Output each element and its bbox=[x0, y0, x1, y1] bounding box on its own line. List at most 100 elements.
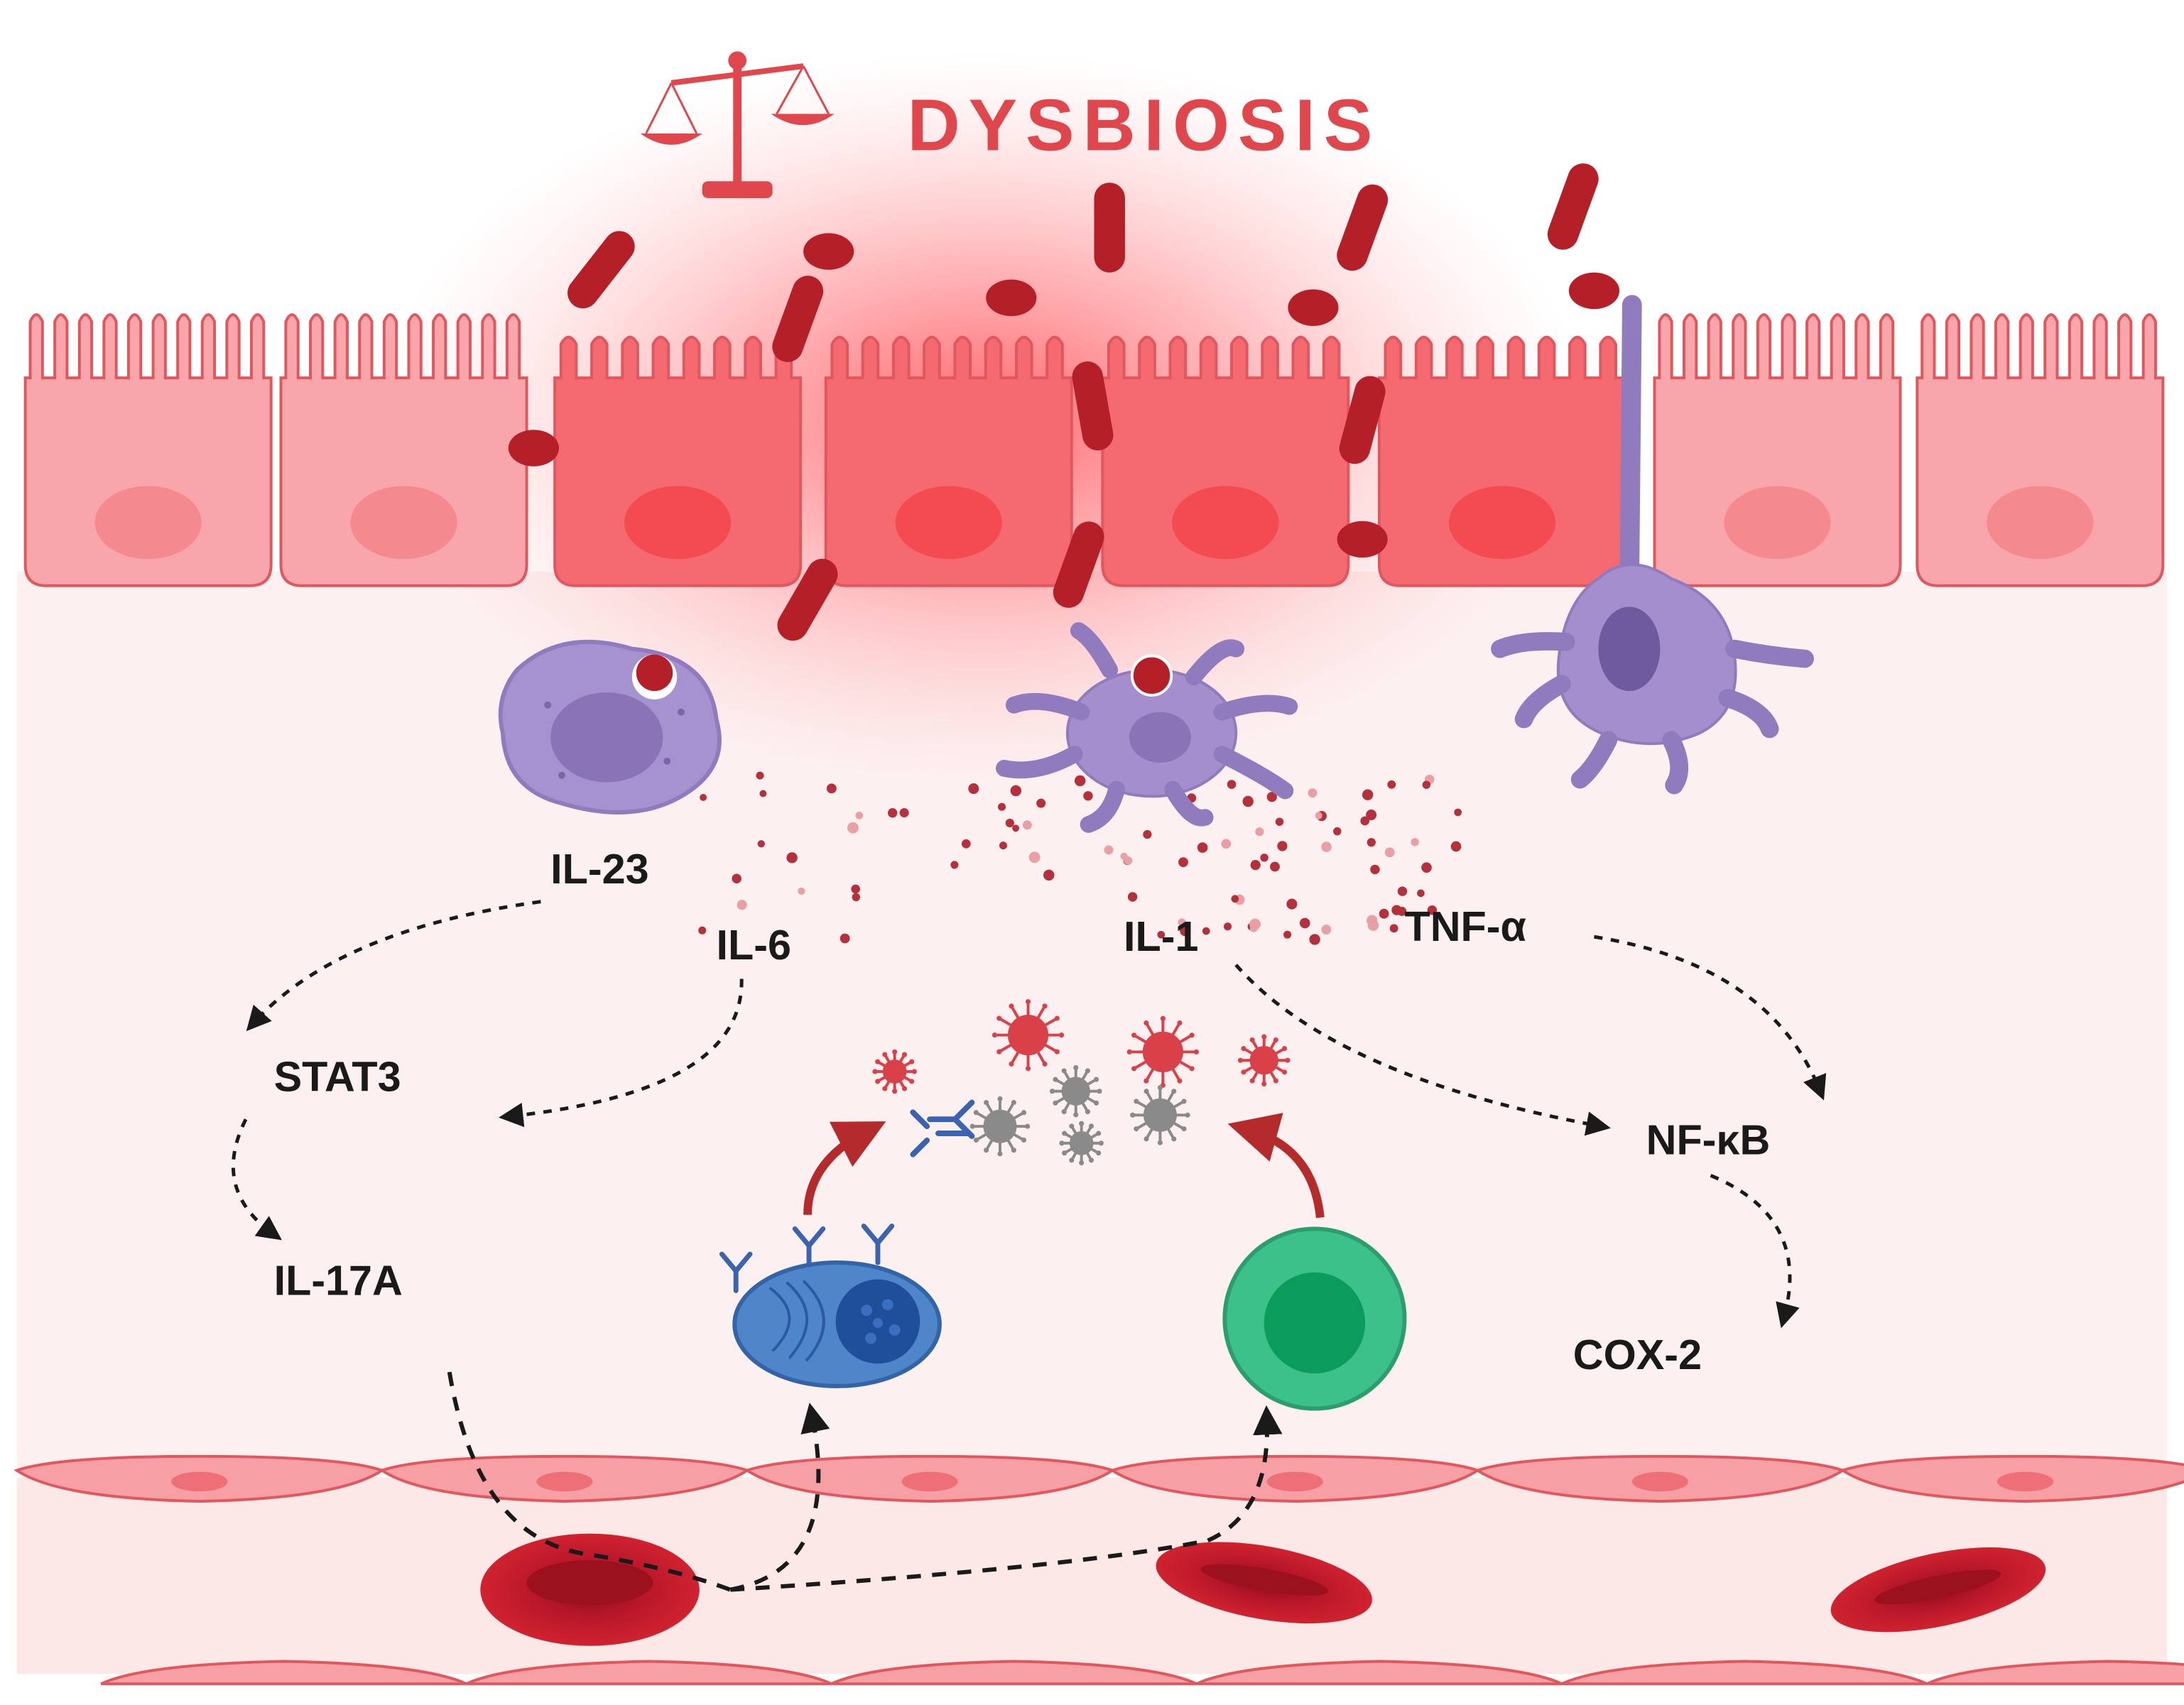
t-cell-icon bbox=[1222, 1226, 1407, 1411]
cytokine-dot bbox=[1202, 927, 1210, 935]
arrow-il23-stat3 bbox=[246, 900, 541, 1032]
epithelial-cell bbox=[1377, 335, 1626, 587]
virus-particles bbox=[872, 998, 1291, 1166]
vessel-arrows bbox=[447, 1371, 1283, 1592]
cytokine-dot bbox=[1178, 918, 1186, 927]
epithelial-cell bbox=[553, 335, 803, 587]
cytokine-dot bbox=[1370, 864, 1380, 875]
nucleus bbox=[895, 486, 1002, 560]
red-blood-cell-icon bbox=[1830, 1547, 2046, 1633]
dendritic-cell-icon bbox=[1491, 295, 1814, 795]
plasma-cell-icon bbox=[732, 1260, 942, 1388]
endothelial-cell bbox=[1109, 1454, 1481, 1503]
epithelial-cell bbox=[1653, 313, 1902, 587]
cytokine-dot bbox=[698, 926, 707, 935]
cytokine-dot bbox=[1270, 861, 1280, 872]
cytokine-dot bbox=[887, 808, 898, 818]
arrow-nfkb-cox2 bbox=[1710, 1174, 1800, 1329]
nucleus bbox=[536, 1471, 593, 1492]
cytokine-dot bbox=[1321, 841, 1332, 852]
cytokine-dot bbox=[1421, 862, 1432, 873]
nucleus bbox=[1724, 486, 1831, 560]
cytokine-dot bbox=[999, 841, 1008, 850]
activation-arrow bbox=[1227, 1113, 1325, 1219]
cytokine-dot bbox=[1083, 791, 1093, 801]
cytokine-dot bbox=[968, 783, 979, 795]
cytokine-dot bbox=[1180, 925, 1191, 937]
cytokine-dot bbox=[1366, 809, 1377, 821]
cytokine-dot bbox=[1422, 780, 1431, 789]
epithelial-cell bbox=[23, 313, 273, 587]
bacteria-coccus-icon bbox=[508, 430, 560, 467]
bacteria-rod-icon bbox=[567, 231, 635, 309]
cytokine-dot bbox=[1036, 798, 1046, 808]
arrow-vessel-t-cell bbox=[730, 1405, 1283, 1592]
bacteria-rod-icon bbox=[1053, 521, 1104, 608]
label-il1: IL-1 bbox=[1124, 913, 1198, 960]
cytokine-dot bbox=[732, 873, 741, 884]
antibody-icon bbox=[719, 1224, 895, 1293]
cytokine-dot bbox=[1315, 812, 1322, 819]
cytokine-dot bbox=[786, 852, 798, 864]
secretion-arrow bbox=[803, 1121, 886, 1215]
cytokine-dot bbox=[1231, 895, 1239, 903]
cytokine-dot bbox=[1227, 780, 1237, 789]
virus-particle-icon bbox=[1049, 1064, 1102, 1118]
bacteria-coccus-icon bbox=[1568, 272, 1620, 310]
cytokine-dot bbox=[1157, 930, 1166, 939]
bacteria-rod-icon bbox=[772, 276, 824, 362]
balance-scale-icon bbox=[640, 51, 835, 198]
bacteria-rod-icon bbox=[1072, 361, 1114, 451]
bacteria-coccus-icon bbox=[1288, 289, 1339, 326]
epithelial-cell bbox=[1916, 313, 2165, 587]
cytokine-dot bbox=[1104, 845, 1114, 855]
arrow-stat3-il17a bbox=[232, 1118, 282, 1241]
cytokine-dot bbox=[1266, 792, 1277, 802]
cytokine-dot bbox=[1391, 905, 1402, 915]
cytokine-dot bbox=[737, 900, 747, 910]
virus-particle-icon bbox=[1237, 1034, 1291, 1086]
cytokine-dot bbox=[899, 808, 909, 818]
endothelial-cell bbox=[1561, 1660, 1928, 1686]
cytokine-dot bbox=[1127, 892, 1138, 902]
cytokine-dot bbox=[1221, 839, 1232, 849]
virus-particle-icon bbox=[872, 1049, 917, 1094]
bacteria-rod-icon bbox=[1337, 184, 1389, 271]
cytokine-dot bbox=[1321, 925, 1332, 935]
virus-particle-icon bbox=[992, 998, 1065, 1072]
cytokine-dot bbox=[1379, 908, 1389, 919]
endothelial-cell bbox=[465, 1660, 832, 1686]
cytokine-dot bbox=[1454, 808, 1462, 817]
cytokine-dot bbox=[1309, 934, 1320, 945]
cytokine-dot bbox=[1411, 838, 1419, 846]
label-tnf-alpha: TNF-α bbox=[1404, 903, 1526, 950]
cytokine-dot bbox=[1223, 922, 1232, 931]
cytokine-dot bbox=[1277, 841, 1288, 851]
bacteria-rod-icon bbox=[1339, 376, 1386, 464]
cytokine-dot bbox=[1043, 869, 1055, 881]
label-cox2: COX-2 bbox=[1573, 1331, 1702, 1378]
nucleus bbox=[1631, 1471, 1688, 1492]
cytokine-dot bbox=[1308, 788, 1318, 798]
cytokine-dot bbox=[1250, 859, 1261, 871]
cytokine-dot bbox=[1197, 842, 1208, 853]
blood-vessel bbox=[13, 1454, 2184, 1686]
label-il23: IL-23 bbox=[550, 845, 648, 893]
nucleus bbox=[901, 1471, 958, 1492]
virus-particle-icon bbox=[1126, 1015, 1199, 1088]
cytokine-dot bbox=[1362, 789, 1374, 800]
bacteria-rod-icon bbox=[777, 558, 838, 641]
virus-particle-icon bbox=[969, 1096, 1031, 1157]
cytokine-dot bbox=[826, 783, 837, 794]
cytokine-dot bbox=[1283, 930, 1292, 939]
nucleus bbox=[1996, 1471, 2054, 1492]
cytokine-dot bbox=[998, 802, 1006, 811]
epithelial-cell bbox=[1101, 335, 1350, 587]
cytokine-dot bbox=[1333, 827, 1342, 836]
macrophage-icon bbox=[498, 639, 722, 815]
arrow-il1-nfkb bbox=[1234, 964, 1611, 1136]
endothelial-cell bbox=[1840, 1454, 2184, 1503]
cytokine-dot bbox=[1010, 785, 1022, 797]
